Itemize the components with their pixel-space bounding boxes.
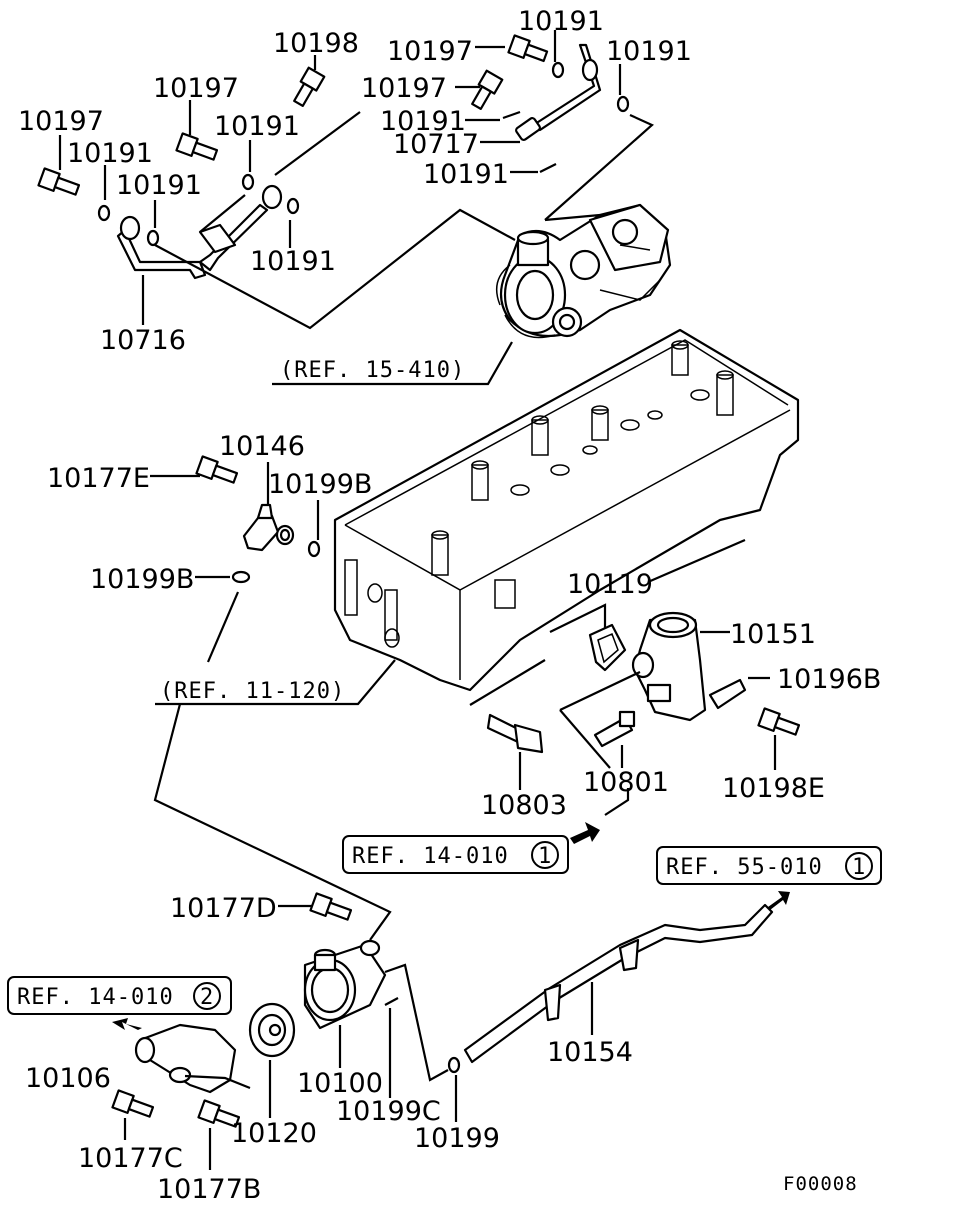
bolt-10198e-drawing — [757, 707, 801, 736]
ref-14-010-1[interactable]: REF. 14-010 1 — [342, 835, 569, 874]
part-label-10199c[interactable]: 10199C — [336, 1096, 441, 1127]
part-label-10191[interactable]: 10191 — [250, 246, 336, 277]
part-label-10154[interactable]: 10154 — [547, 1037, 633, 1068]
oring-10199b-a-drawing — [307, 540, 321, 558]
part-label-10119[interactable]: 10119 — [567, 569, 653, 600]
part-label-10151[interactable]: 10151 — [730, 619, 816, 650]
part-label-10199b[interactable]: 10199B — [268, 469, 372, 500]
bolt-drawings-upper — [37, 34, 549, 196]
part-label-10191[interactable]: 10191 — [214, 111, 300, 142]
bolt-10177d-drawing — [309, 892, 353, 921]
oring-10199b-b-drawing — [231, 570, 251, 584]
part-label-10100[interactable]: 10100 — [297, 1068, 383, 1099]
water-pipe-10154-drawing — [447, 903, 774, 1074]
ref-55-010-1[interactable]: REF. 55-010 1 — [656, 846, 882, 885]
part-label-10106[interactable]: 10106 — [25, 1063, 111, 1094]
part-label-10177b[interactable]: 10177B — [157, 1174, 261, 1205]
part-label-10198e[interactable]: 10198E — [722, 773, 825, 804]
part-label-10199[interactable]: 10199 — [414, 1123, 500, 1154]
gasket-10199c-drawing — [384, 997, 399, 1006]
gasket-10119-drawing — [588, 623, 627, 672]
leader-lines — [58, 30, 777, 1170]
part-label-10199b[interactable]: 10199B — [90, 564, 194, 595]
part-label-10196b[interactable]: 10196B — [777, 664, 881, 695]
ref-14-010-2[interactable]: REF. 14-010 2 — [7, 976, 232, 1015]
sensor-10801-drawing — [593, 710, 636, 748]
ref-15-410[interactable]: (REF. 15-410) — [280, 358, 465, 383]
part-label-10191[interactable]: 10191 — [380, 106, 466, 137]
ref-14-010-2-text: REF. 14-010 — [17, 985, 174, 1010]
part-label-10801[interactable]: 10801 — [583, 767, 669, 798]
part-label-10191[interactable]: 10191 — [67, 138, 153, 169]
water-inlet-10106-drawing — [134, 1023, 237, 1094]
fitting-10146-drawing — [242, 503, 295, 552]
part-label-10177d[interactable]: 10177D — [170, 893, 277, 924]
water-outlet-10151-drawing — [631, 611, 707, 722]
ref-11-120-text: (REF. 11-120) — [160, 679, 345, 704]
part-label-10198[interactable]: 10198 — [273, 28, 359, 59]
bolt-10177c-drawing — [111, 1089, 155, 1118]
part-label-10717[interactable]: 10717 — [393, 129, 479, 160]
sensor-10803-drawing — [486, 713, 544, 754]
ref-14-010-1-text: REF. 14-010 — [352, 844, 509, 869]
part-label-10191[interactable]: 10191 — [518, 6, 604, 37]
part-label-10197[interactable]: 10197 — [361, 73, 447, 104]
bracket-10196b-drawing — [708, 678, 747, 710]
thermostat-case-drawing — [303, 939, 387, 1030]
part-label-10191[interactable]: 10191 — [423, 159, 509, 190]
part-label-10716[interactable]: 10716 — [100, 325, 186, 356]
oil-pipe-10717-drawing — [515, 43, 602, 141]
part-label-10197[interactable]: 10197 — [153, 73, 239, 104]
turbocharger-drawing — [495, 203, 672, 339]
ref-14-010-2-circle: 2 — [200, 985, 214, 1010]
part-label-10120[interactable]: 10120 — [231, 1118, 317, 1149]
bolt-10177e-drawing — [195, 455, 239, 484]
thermostat-10120-drawing — [248, 1002, 296, 1058]
part-label-10146[interactable]: 10146 — [219, 431, 305, 462]
bolt-10177b-drawing — [197, 1099, 241, 1128]
ref-14-010-1-circle: 1 — [538, 844, 552, 869]
ref-55-010-1-circle: 1 — [852, 855, 866, 880]
part-label-10177e[interactable]: 10177E — [47, 463, 150, 494]
part-label-10197[interactable]: 10197 — [387, 36, 473, 67]
ref-55-010-1-text: REF. 55-010 — [666, 855, 823, 880]
part-label-10191[interactable]: 10191 — [606, 36, 692, 67]
arrow-drawings — [112, 822, 790, 1030]
part-labels: 10198 10197 10191 10191 10197 10191 1019… — [18, 6, 881, 1205]
part-label-10191[interactable]: 10191 — [116, 170, 202, 201]
part-label-10197[interactable]: 10197 — [18, 106, 104, 137]
part-label-10177c[interactable]: 10177C — [78, 1143, 183, 1174]
ref-11-120[interactable]: (REF. 11-120) — [160, 679, 345, 704]
cylinder-head-drawing — [333, 328, 800, 692]
part-label-10803[interactable]: 10803 — [481, 790, 567, 821]
figure-code: F00008 — [783, 1173, 858, 1195]
oil-pipe-10716-drawing — [116, 184, 283, 280]
ref-15-410-text: (REF. 15-410) — [280, 358, 465, 383]
washer-drawings-upper — [97, 61, 630, 247]
